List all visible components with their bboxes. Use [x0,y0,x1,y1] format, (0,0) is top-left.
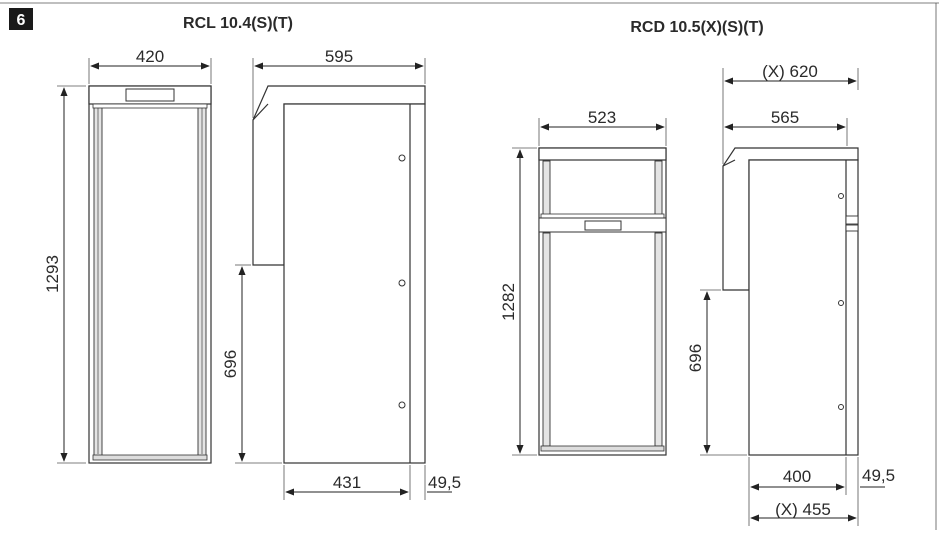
rcd-side-view [722,147,859,456]
rcd-bottom-depth-label: 400 [783,467,811,486]
rcl-front-view [88,85,212,464]
rcd-front-view [538,147,667,456]
rcl-side-depth-label: 595 [325,47,353,66]
figure-number-badge [9,8,33,30]
rcd-lower-height-label: 696 [686,344,705,372]
rcd-height-label: 1282 [499,283,518,321]
rcd-control-panel [584,220,622,231]
rcl-control-panel [125,88,175,102]
rcl-offset-label: 49,5 [428,473,461,492]
rcd-side-depth-x-label: (X) 620 [762,62,818,81]
rcl-bottom-depth-label: 431 [333,473,361,492]
figure-number: 6 [17,12,26,29]
rcd-bottom-depth-x-label: (X) 455 [775,500,831,519]
rcl-side-view [252,85,426,464]
model-title-rcl: RCL 10.4(S)(T) [183,15,293,32]
rcl-height-label: 1293 [43,255,62,293]
rcd-side-depth-label: 565 [771,108,799,127]
rcd-front-width-label: 523 [588,108,616,127]
rcd-offset-label: 49,5 [862,466,895,485]
rcl-front-width-label: 420 [136,47,164,66]
rcl-lower-height-label: 696 [221,350,240,378]
model-title-rcd: RCD 10.5(X)(S)(T) [630,19,763,36]
